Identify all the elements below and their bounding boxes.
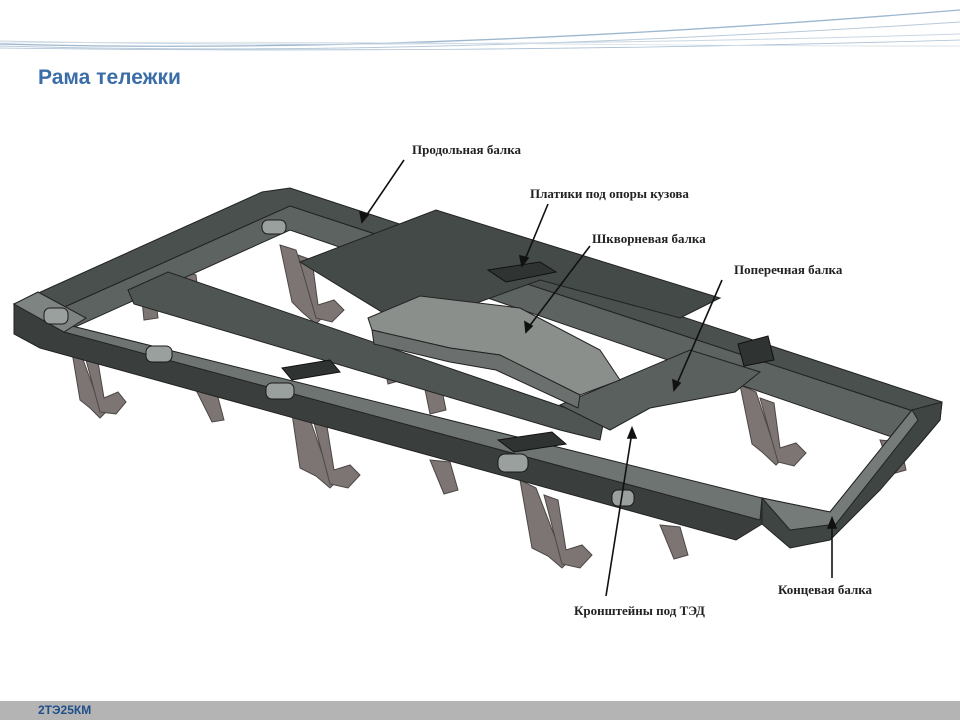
label-end-beam: Концевая балка <box>778 582 873 597</box>
label-cross-beam: Поперечная балка <box>734 262 843 277</box>
frame-body <box>12 187 943 549</box>
beam-openings <box>43 219 635 507</box>
header-wave-decoration <box>0 9 960 51</box>
callout-lines <box>358 159 838 597</box>
footer-model: 2ТЭ25КМ <box>38 703 92 717</box>
label-motor-brackets: Кронштейны под ТЭД <box>574 603 705 618</box>
label-pivot-beam: Шкворневая балка <box>592 231 706 246</box>
page-title: Рама тележки <box>38 66 181 89</box>
label-body-support-plates: Платики под опоры кузова <box>530 186 689 201</box>
footer-bar: 2ТЭ25КМ <box>0 701 960 720</box>
label-longitudinal-beam: Продольная балка <box>412 142 522 157</box>
body-support-plates <box>281 261 775 453</box>
